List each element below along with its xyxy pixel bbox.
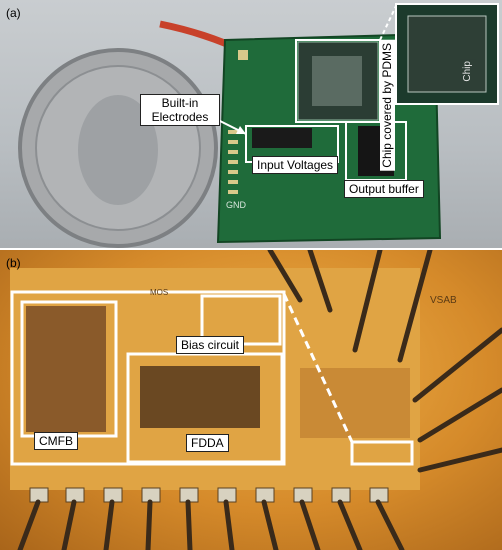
cmfb-label: CMFB — [34, 432, 78, 450]
pcb-pads — [228, 50, 248, 194]
source-box — [350, 440, 414, 466]
output-buffer-label: Output buffer — [344, 180, 424, 198]
zoom-frame — [10, 290, 286, 466]
routing-area — [300, 368, 410, 438]
fdda-box — [126, 352, 284, 464]
input-voltage-ic — [252, 128, 312, 148]
bond-pads — [29, 487, 389, 503]
bias-label: Bias circuit — [176, 336, 245, 354]
pcb-photo-drawing — [18, 3, 499, 248]
gnd-marking: GND — [226, 200, 246, 210]
electrodes-label: Built-in Electrodes — [140, 94, 220, 126]
zoom-line-top — [379, 5, 397, 41]
input-voltages-label: Input Voltages — [252, 156, 339, 174]
panel-a-tag: (a) — [6, 6, 21, 20]
electrode-arrowhead — [236, 126, 246, 134]
cmfb-circuit — [26, 306, 106, 432]
die-photo-drawing — [10, 250, 502, 550]
chip-die — [312, 56, 362, 106]
die-marking-right: VSAB — [430, 295, 457, 306]
bond-wires — [17, 250, 502, 550]
fdda-circuit — [140, 366, 260, 428]
chip-marking: Chip — [460, 60, 476, 83]
coin-portrait — [78, 95, 158, 205]
panel-a-photo: (a) Chip covered by PDMS Built-in Electr… — [0, 0, 502, 248]
panel-b-tag: (b) — [6, 256, 21, 270]
zoom-dash — [282, 293, 354, 443]
fdda-label: FDDA — [186, 434, 229, 452]
panel-b-photo: (b) Bias circuit CMFB FDDA MOS VSAB — [0, 250, 502, 550]
die-marking-left: MOS — [150, 288, 169, 297]
chip-label: Chip covered by PDMS — [380, 40, 395, 171]
